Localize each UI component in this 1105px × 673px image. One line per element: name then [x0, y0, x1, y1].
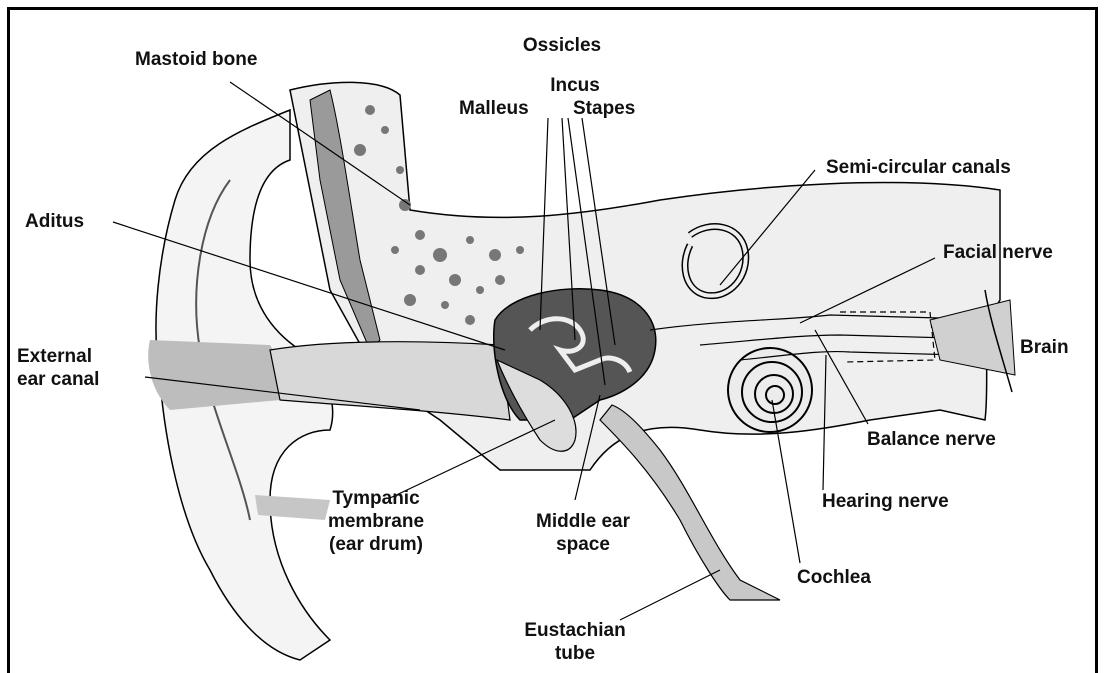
leader-eustachian [620, 570, 720, 620]
temporal-bone-shape [290, 82, 1000, 470]
label-malleus: Malleus [459, 97, 529, 120]
label-brain: Brain [1020, 336, 1069, 359]
label-balance-nerve: Balance nerve [867, 428, 996, 451]
label-cochlea: Cochlea [797, 566, 871, 589]
concha-shade [148, 340, 282, 410]
label-ossicles: Ossicles [507, 34, 617, 57]
label-hearing-nerve: Hearing nerve [822, 490, 949, 513]
label-mastoid-bone: Mastoid bone [135, 48, 257, 71]
label-aditus: Aditus [25, 210, 84, 233]
label-eustachian-tube: Eustachian tube [510, 619, 640, 665]
label-middle-ear-space: Middle ear space [523, 510, 643, 556]
label-tympanic-membrane: Tympanic membrane (ear drum) [306, 487, 446, 556]
label-external-ear-canal: External ear canal [17, 345, 99, 391]
label-stapes: Stapes [573, 97, 635, 120]
label-incus: Incus [540, 74, 610, 97]
cochlea-spiral [728, 348, 812, 432]
label-facial-nerve: Facial nerve [943, 241, 1053, 264]
label-semicircular-canals: Semi-circular canals [826, 156, 1011, 179]
